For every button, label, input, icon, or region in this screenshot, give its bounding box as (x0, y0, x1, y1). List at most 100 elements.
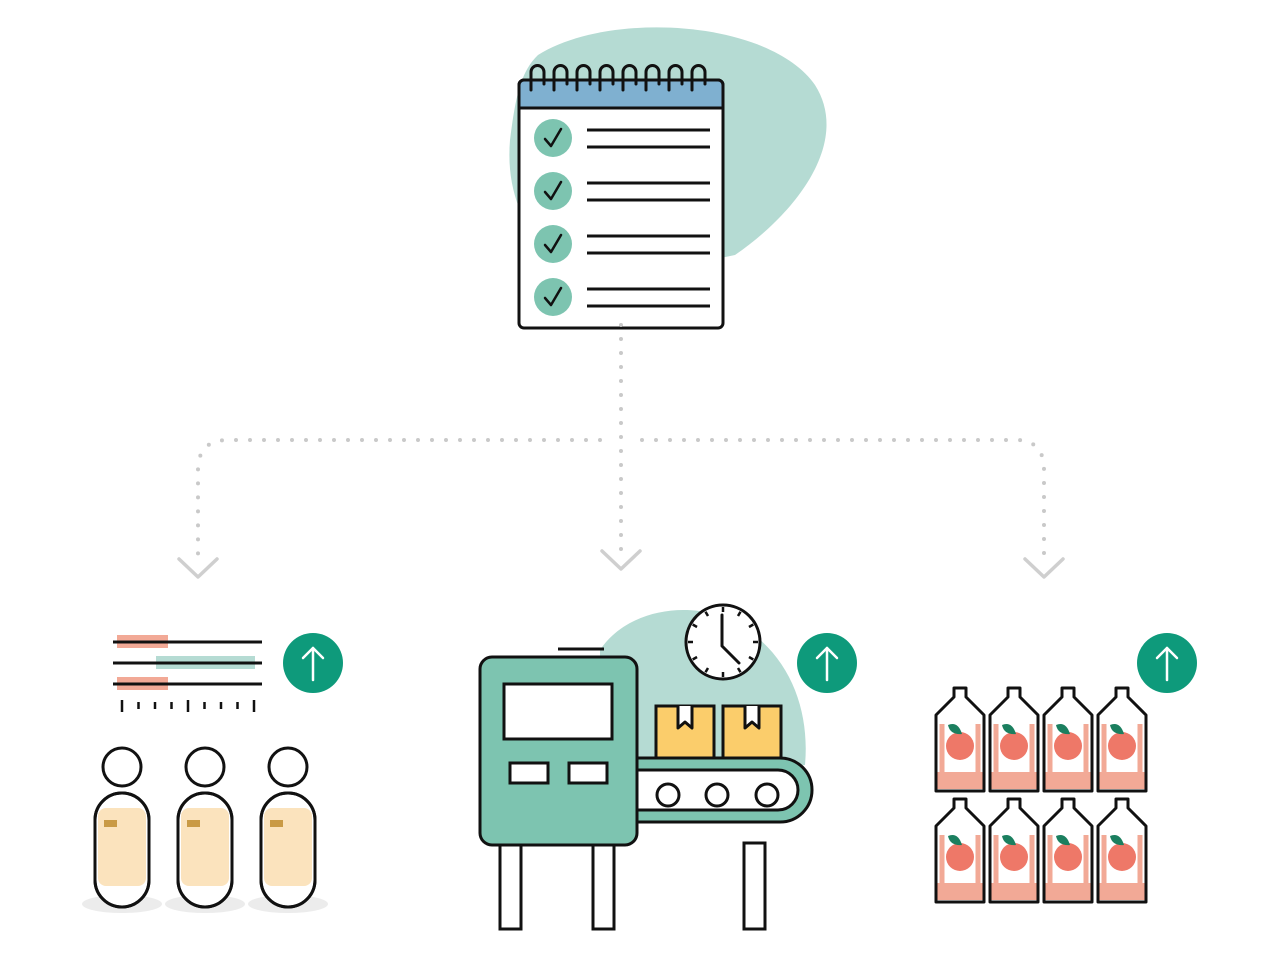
carton-outline (934, 797, 986, 904)
carton-outline (988, 797, 1040, 904)
carton-label-band (1098, 883, 1146, 900)
checklist-notebook-icon (509, 27, 827, 330)
juice-carton (988, 686, 1040, 793)
spiral-ring (621, 64, 638, 92)
check-circle (534, 172, 572, 210)
worker-vest (264, 808, 312, 886)
carton-outline (988, 686, 1040, 793)
checklist-item (534, 225, 710, 263)
check-circle (534, 278, 572, 316)
carton-outline (1096, 797, 1148, 904)
clock-ticks (688, 607, 758, 677)
checklist-item (534, 172, 710, 210)
chevron-down-icon (177, 557, 219, 579)
up-arrow-badge (1137, 633, 1197, 693)
machine-leg (591, 843, 616, 931)
juice-carton (934, 797, 986, 904)
carton-outline (1096, 686, 1148, 793)
clock-hands (720, 613, 741, 665)
machine-legs (498, 841, 767, 931)
carton-label-band (1098, 772, 1146, 789)
check-circle (534, 225, 572, 263)
tomato-icon (1054, 732, 1082, 760)
checkmark-icon (543, 286, 563, 307)
schedule-ticks (120, 700, 256, 712)
juice-carton (1042, 797, 1094, 904)
machine-button (508, 761, 550, 785)
spiral-ring (529, 64, 546, 92)
spiral-ring (598, 64, 615, 92)
carton-outline (1042, 797, 1094, 904)
chevron-down-icon (600, 549, 642, 571)
worker-icon (248, 746, 328, 913)
up-arrow-icon (301, 646, 325, 682)
leaf-icon (1002, 835, 1016, 846)
tomato-icon (1000, 732, 1028, 760)
checkmark-icon (543, 180, 563, 201)
conveyor-roller (704, 782, 730, 808)
juice-cartons-icon (934, 686, 1148, 904)
dotted-connectors (196, 323, 1046, 562)
package-box (721, 704, 783, 760)
carton-label-band (990, 772, 1038, 789)
juice-carton (1096, 797, 1148, 904)
checklist-items (534, 119, 710, 316)
machine-leg (742, 841, 767, 931)
package-box (654, 704, 716, 760)
checkmark-icon (543, 233, 563, 254)
carton-label-band (936, 883, 984, 900)
machine-screen (502, 682, 614, 741)
machine-button (567, 761, 609, 785)
leaf-icon (1110, 835, 1124, 846)
worker-badge (270, 820, 283, 827)
spiral-ring (690, 64, 707, 92)
carton-label-band (1044, 772, 1092, 789)
up-arrow-icon (815, 646, 839, 682)
leaf-icon (1056, 835, 1070, 846)
connector-right-branch (640, 438, 1046, 562)
tomato-icon (946, 732, 974, 760)
check-circle (534, 119, 572, 157)
juice-carton (934, 686, 986, 793)
worker-vest (98, 808, 146, 886)
carton-outline (1042, 686, 1094, 793)
leaf-icon (1056, 724, 1070, 735)
worker-badge (104, 820, 117, 827)
leaf-icon (948, 724, 962, 735)
worker-head (101, 746, 143, 788)
worker-head (184, 746, 226, 788)
spiral-ring (552, 64, 569, 92)
conveyor-belt (628, 756, 814, 824)
carton-label-band (1044, 883, 1092, 900)
leaf-icon (948, 835, 962, 846)
tomato-icon (1108, 732, 1136, 760)
connector-left-branch (196, 438, 602, 562)
tomato-icon (1108, 843, 1136, 871)
notebook-header-bar (517, 78, 725, 110)
checklist-item (534, 278, 710, 316)
clock-icon (684, 603, 762, 681)
conveyor-roller (754, 782, 780, 808)
carton-label-band (936, 772, 984, 789)
connector-arrowheads (177, 549, 1065, 579)
checklist-item (534, 119, 710, 157)
up-arrow-badge (283, 633, 343, 693)
worker-badge (187, 820, 200, 827)
leaf-icon (1110, 724, 1124, 735)
production-machine-icon (478, 603, 814, 931)
juice-carton (1042, 686, 1094, 793)
workers-group (82, 746, 328, 913)
worker-vest (181, 808, 229, 886)
conveyor-roller (655, 782, 681, 808)
machine-leg (498, 843, 523, 931)
juice-carton (1096, 686, 1148, 793)
worker-icon (82, 746, 162, 913)
chevron-down-icon (1023, 557, 1065, 579)
spiral-ring (644, 64, 661, 92)
notebook-spiral-rings (529, 64, 707, 92)
tomato-icon (1000, 843, 1028, 871)
juice-carton (988, 797, 1040, 904)
worker-head (267, 746, 309, 788)
carton-outline (934, 686, 986, 793)
